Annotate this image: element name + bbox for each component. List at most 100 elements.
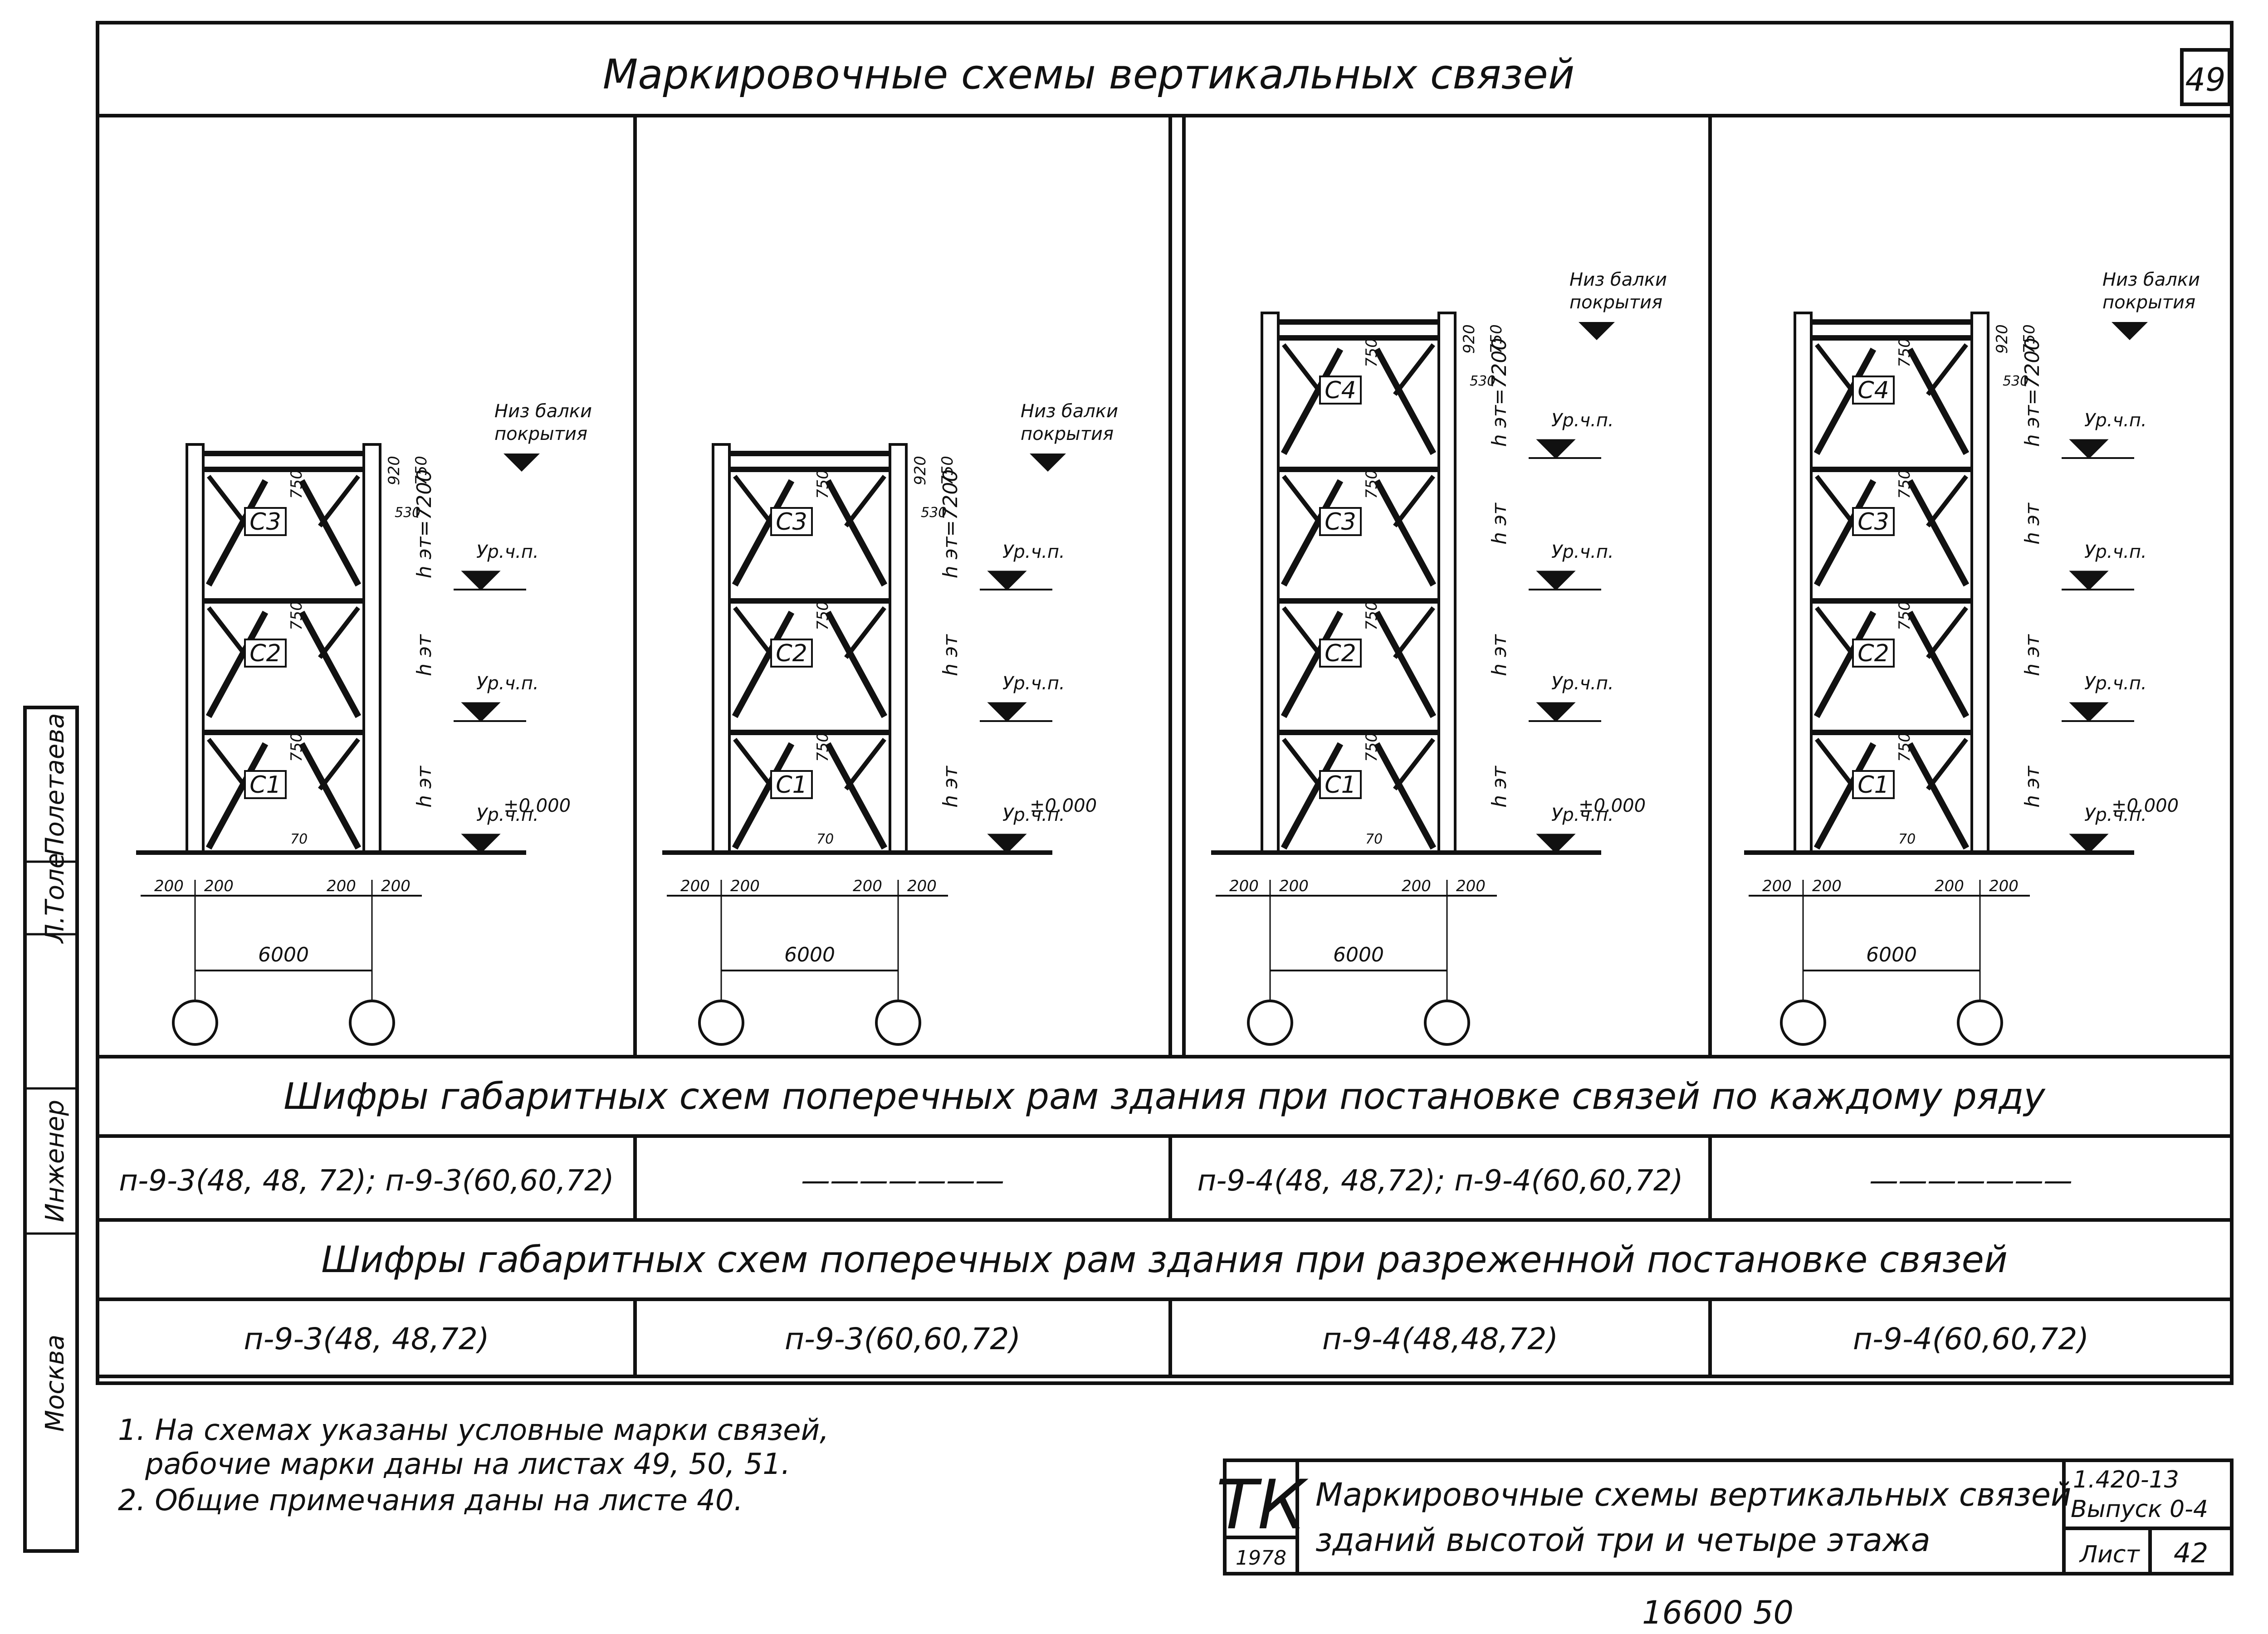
roof-label-1: Низ балки [2102, 269, 2200, 290]
axis-circle-left [1780, 1000, 1826, 1046]
dim-top-530: 530 [921, 505, 947, 521]
brace-right [1906, 347, 1970, 455]
level-label: Ур.ч.п. [1551, 673, 1614, 694]
level-marker [2069, 834, 2109, 854]
dim-floor-height: h эт=7200 [2021, 338, 2044, 447]
dim-200: 200 [327, 877, 356, 895]
brace-mark-box [1319, 770, 1362, 799]
brace-right [1374, 347, 1437, 455]
left-column [186, 443, 205, 854]
table-row2-cell-3: п-9-4(48,48,72) [1322, 1322, 1558, 1356]
table-row2-cell-4: п-9-4(60,60,72) [1853, 1322, 2089, 1356]
dim-200: 200 [1402, 877, 1431, 895]
zero-level: ±0.000 [1579, 795, 1646, 816]
axis-circle-right [349, 1000, 395, 1046]
brace-upper-left [1282, 737, 1324, 791]
brace-right [825, 742, 888, 850]
dim-floor-height: h эт [1488, 634, 1511, 676]
table-row1-cell-1: п-9-3(48, 48, 72); п-9-3(60,60,72) [119, 1164, 614, 1198]
dim-70: 70 [816, 831, 834, 847]
stamp-title-line2: зданий высотой три и четыре этажа [1315, 1522, 1931, 1559]
dim-floor-height: h эт [2021, 634, 2044, 676]
brace-mark-box [244, 507, 287, 536]
dim-70: 70 [1365, 831, 1383, 847]
dim-750: 750 [1896, 338, 1914, 367]
dim-200: 200 [1935, 877, 1964, 895]
brace-right [1906, 742, 1970, 850]
zero-level: ±0.000 [1030, 795, 1097, 816]
dim-200: 200 [1812, 877, 1842, 895]
axis-circle-left [1247, 1000, 1293, 1046]
brace-mark: С4 [1857, 377, 1889, 404]
right-column [889, 443, 908, 854]
dim-top-750: 750 [2020, 324, 2038, 354]
brace-upper-left [1815, 474, 1857, 528]
dim-floor-height: h эт [2021, 502, 2044, 545]
level-label: Ур.ч.п. [476, 673, 539, 694]
roof-level-marker [1579, 322, 1615, 340]
brace-upper-left [733, 606, 775, 659]
brace-mark-box [244, 770, 287, 799]
stamp-sheet-label: Лист [2079, 1541, 2140, 1568]
dim-200: 200 [907, 877, 937, 895]
brace-upper-left [1282, 606, 1324, 659]
brace-left [1281, 479, 1344, 587]
level-marker [461, 571, 501, 591]
dim-750: 750 [1363, 469, 1381, 499]
brace-upper-left [1815, 343, 1857, 396]
level-marker [2069, 571, 2109, 591]
brace-mark-box [770, 770, 813, 799]
table-row1-header: Шифры габаритных схем поперечных рам зда… [284, 1075, 2046, 1117]
stamp-series: 1.420-13 [2073, 1466, 2179, 1493]
brace-left [205, 479, 269, 587]
brace-upper-right [1393, 606, 1435, 659]
level-label: Ур.ч.п. [1551, 805, 1614, 825]
brace-upper-left [207, 474, 249, 528]
brace-right [1374, 742, 1437, 850]
dim-200: 200 [204, 877, 234, 895]
level-label: Ур.ч.п. [2084, 541, 2147, 562]
dim-floor-height: h эт=7200 [1488, 338, 1511, 447]
brace-upper-right [318, 474, 360, 528]
dim-floor-height: h эт [1488, 766, 1511, 808]
stamp-frame [1223, 1458, 2234, 1575]
brace-left [732, 479, 795, 587]
brace-upper-right [1926, 737, 1968, 791]
brace-mark: С1 [249, 771, 281, 799]
dim-200: 200 [1989, 877, 2019, 895]
brace-upper-left [207, 737, 249, 791]
level-label: Ур.ч.п. [1002, 673, 1065, 694]
table-row1-cell-4: ——————— [1869, 1164, 2072, 1198]
dim-200: 200 [1279, 877, 1309, 895]
brace-mark: С3 [1325, 508, 1356, 536]
level-marker [1536, 571, 1576, 591]
brace-mark-box [1852, 376, 1895, 405]
dim-750: 750 [1896, 601, 1914, 630]
brace-upper-right [1926, 343, 1968, 396]
brace-mark: С2 [1325, 640, 1356, 667]
brace-mark: С2 [776, 640, 807, 667]
brace-mark: С2 [1857, 640, 1889, 667]
left-column [712, 443, 731, 854]
brace-left [1813, 479, 1877, 587]
side-stamp-city: Москва [40, 1335, 70, 1432]
brace-upper-right [318, 737, 360, 791]
brace-left [1281, 610, 1344, 718]
roof-level-marker [2112, 322, 2148, 340]
brace-mark-box [770, 507, 813, 536]
brace-mark-box [770, 639, 813, 668]
dim-750: 750 [288, 732, 306, 762]
brace-mark-box [244, 639, 287, 668]
dim-floor-height: h эт [413, 766, 436, 808]
brace-upper-left [1282, 343, 1324, 396]
dim-750: 750 [1896, 469, 1914, 499]
brace-mark-box [1319, 507, 1362, 536]
brace-left [205, 610, 269, 718]
brace-mark: С2 [249, 640, 281, 667]
page-title: Маркировочные схемы вертикальных связей [603, 51, 1575, 98]
brace-right [1906, 610, 1970, 718]
